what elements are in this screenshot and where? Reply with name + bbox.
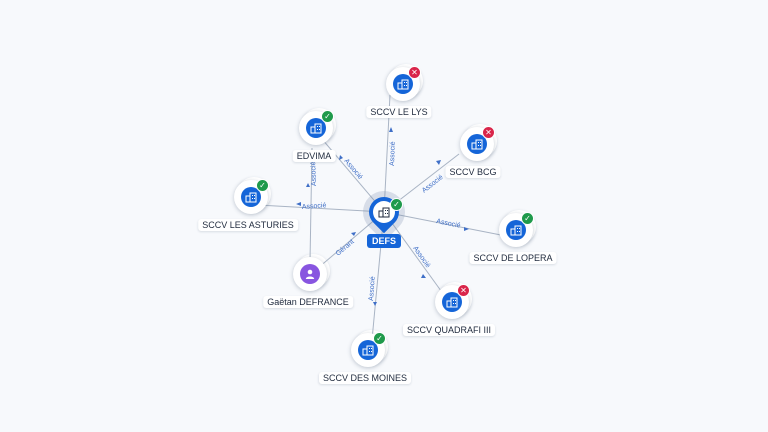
edge-label-lopera: Associé <box>436 218 462 230</box>
node-label: EDVIMA <box>292 150 336 162</box>
active-status-icon: ✓ <box>373 332 386 345</box>
edge-label-lelys: Associé <box>389 141 397 166</box>
building-icon <box>442 292 462 312</box>
building-icon <box>306 118 326 138</box>
active-status-icon: ✓ <box>390 198 403 211</box>
active-status-icon: ✓ <box>321 110 334 123</box>
closed-status-icon: ✕ <box>482 126 495 139</box>
edge-quadrafi <box>383 211 445 296</box>
building-icon <box>467 134 487 154</box>
arrow-asturies <box>296 202 301 206</box>
node-label: SCCV QUADRAFI III <box>402 324 496 336</box>
edge-asturies <box>257 204 385 213</box>
node-label: SCCV DE LOPERA <box>469 252 557 264</box>
edge-label-edvima: Associé <box>342 158 363 181</box>
edge-label-asturies: Associé <box>302 202 327 211</box>
building-icon <box>358 340 378 360</box>
center-label: DEFS <box>366 234 402 248</box>
building-icon <box>506 220 526 240</box>
arrow-lopera <box>464 227 469 231</box>
edge-moines <box>371 211 385 341</box>
edge-label-gaetan: Gérant <box>335 238 356 257</box>
node-label: Gaëtan DEFRANCE <box>263 296 353 308</box>
edge-label-quadrafi: Associé <box>411 245 431 269</box>
person-icon <box>300 264 320 284</box>
arrow-gaetan-edvima <box>306 183 310 187</box>
arrow-bcg <box>436 160 441 165</box>
building-icon <box>373 201 395 223</box>
edge-label-gaetan-edvima: Associé <box>310 161 318 186</box>
node-label: SCCV LES ASTURIES <box>198 219 298 231</box>
edge-lopera <box>383 211 507 237</box>
active-status-icon: ✓ <box>521 212 534 225</box>
node-label: SCCV LE LYS <box>366 106 432 118</box>
edge-label-bcg: Associé <box>421 174 445 195</box>
arrow-moines <box>373 302 377 306</box>
closed-status-icon: ✕ <box>408 66 421 79</box>
arrow-lelys <box>389 127 393 132</box>
building-icon <box>393 74 413 94</box>
node-label: SCCV DES MOINES <box>318 372 412 384</box>
node-label: SCCV BCG <box>445 166 501 178</box>
edge-label-moines: Associé <box>368 276 377 301</box>
active-status-icon: ✓ <box>256 179 269 192</box>
arrow-gaetan <box>351 232 356 236</box>
building-icon <box>241 187 261 207</box>
arrow-quadrafi <box>421 274 426 278</box>
edge-gaetan-edvima <box>309 147 313 263</box>
closed-status-icon: ✕ <box>457 284 470 297</box>
arrow-edvima <box>339 155 343 160</box>
